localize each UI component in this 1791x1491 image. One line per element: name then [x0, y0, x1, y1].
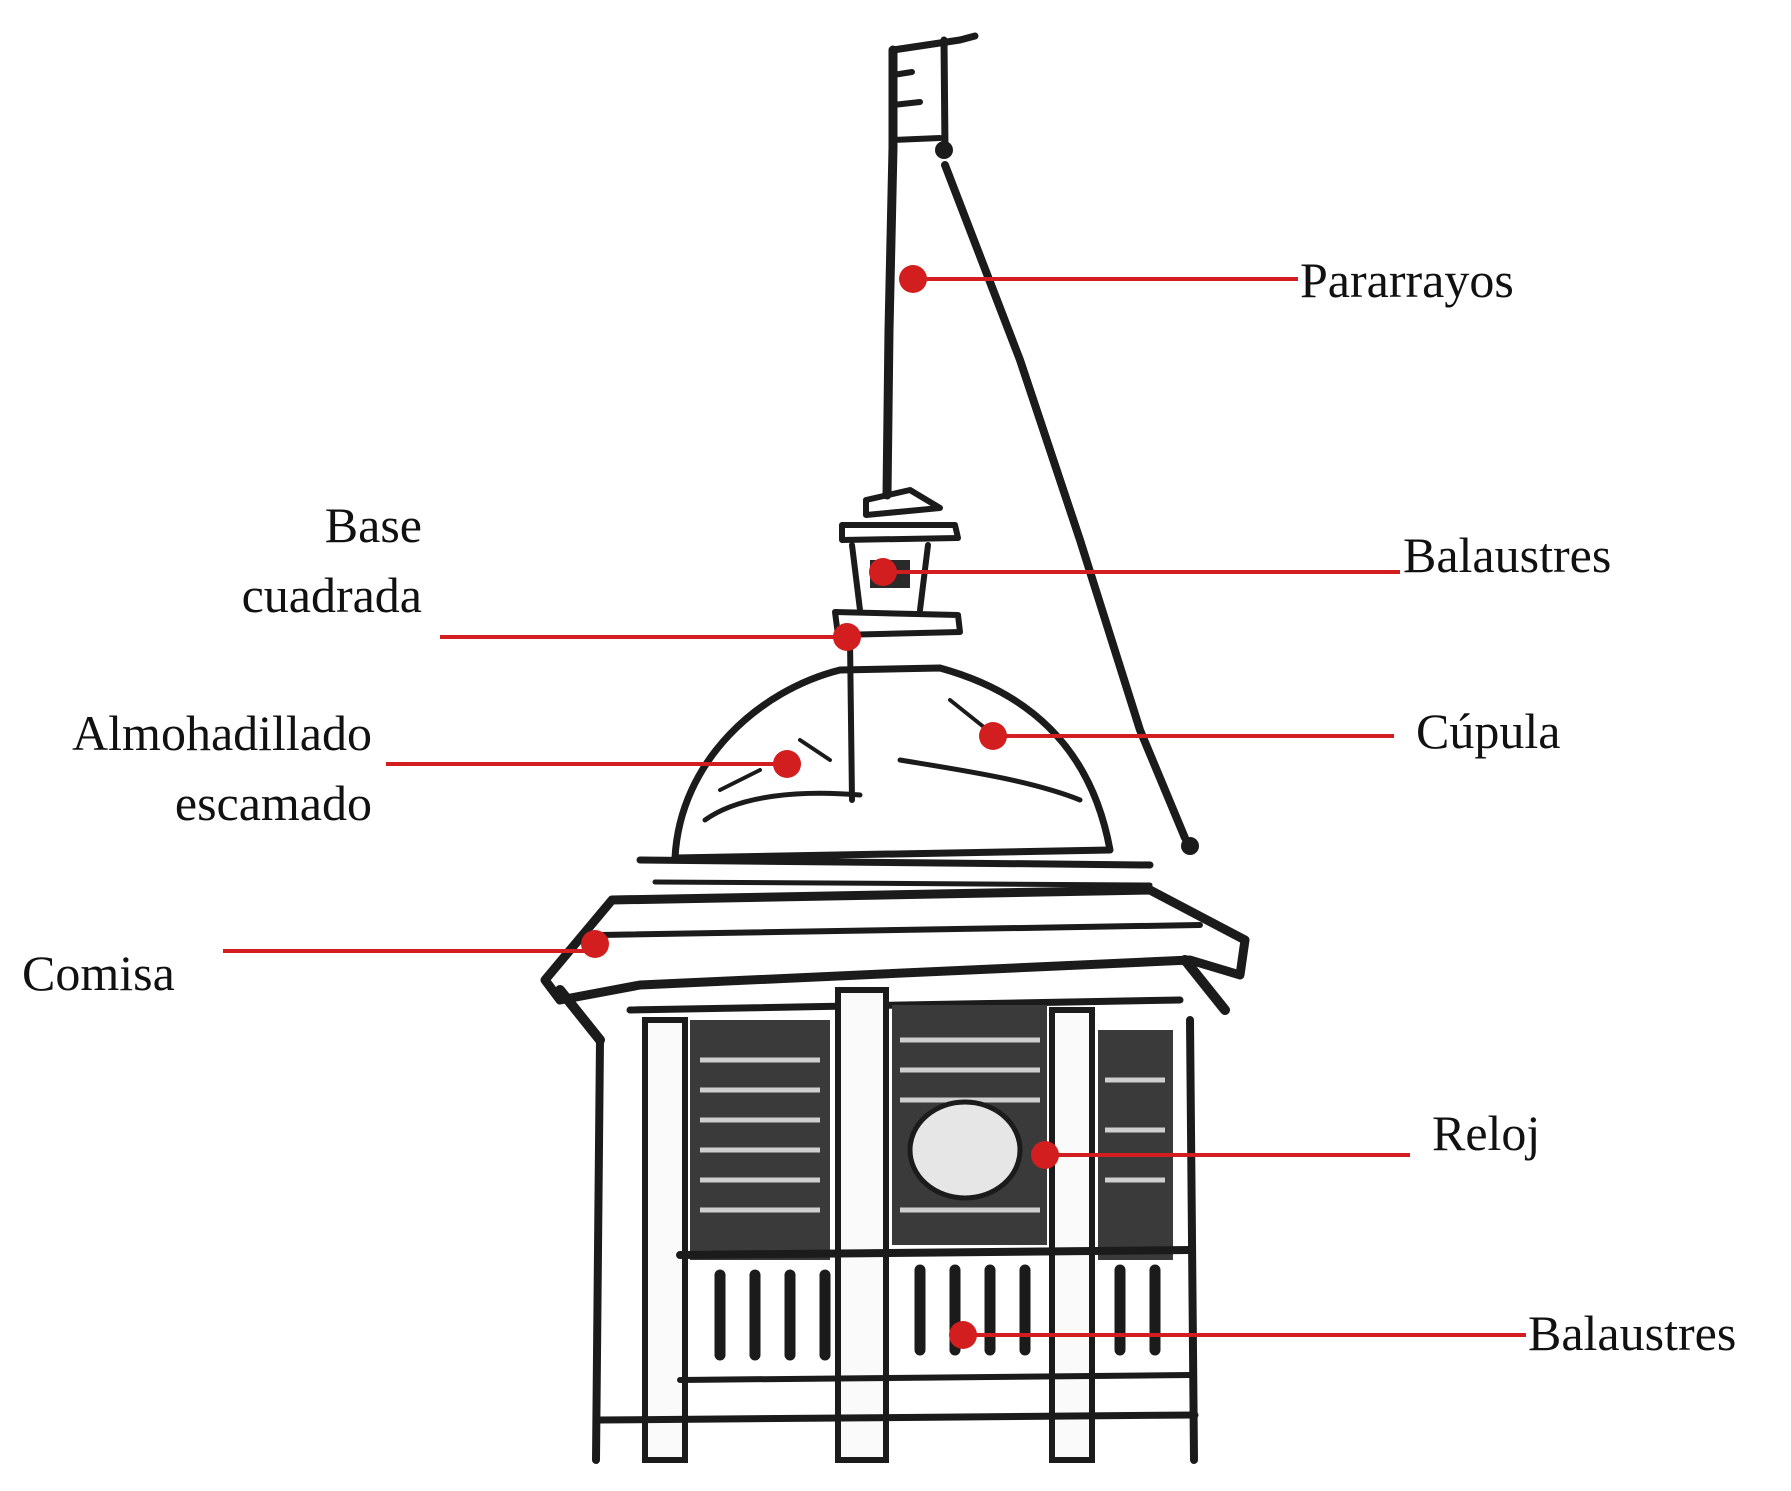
label-base-line2: cuadrada — [242, 567, 422, 623]
label-cupula: Cúpula — [1416, 703, 1560, 759]
callout-almohadillado — [386, 750, 801, 778]
label-comisa: Comisa — [22, 945, 175, 1001]
callout-cupula — [979, 722, 1394, 750]
clock-face — [910, 1102, 1020, 1198]
callout-balaustres-top — [869, 558, 1400, 586]
label-almohadillado-line1: Almohadillado — [72, 705, 372, 761]
label-reloj: Reloj — [1432, 1105, 1540, 1161]
center-window-drawing — [892, 1005, 1047, 1245]
tower-illustration — [545, 36, 1245, 1460]
callout-base-cuadrada — [440, 623, 861, 651]
callout-pararrayos — [899, 265, 1298, 293]
label-base-line1: Base — [325, 497, 422, 553]
pilaster-3 — [1052, 1010, 1092, 1460]
label-pararrayos: Pararrayos — [1300, 252, 1514, 308]
guy-wire-anchor — [1181, 837, 1199, 855]
lantern-drawing — [835, 490, 960, 635]
callout-comisa — [223, 930, 609, 958]
pilaster-1 — [645, 1020, 685, 1460]
right-window-drawing — [1098, 1030, 1173, 1260]
label-balaustres-top: Balaustres — [1403, 527, 1611, 583]
balustrade-drawing — [680, 1250, 1190, 1380]
callout-balaustres-bottom — [949, 1321, 1526, 1349]
pilaster-2 — [838, 990, 886, 1460]
lightning-rod-drawing — [887, 36, 1199, 855]
rod-knob — [935, 141, 953, 159]
left-window-drawing — [690, 1020, 830, 1260]
drum-drawing — [596, 990, 1195, 1460]
label-balaustres-bottom: Balaustres — [1528, 1305, 1736, 1361]
label-almohadillado-line2: escamado — [175, 775, 372, 831]
